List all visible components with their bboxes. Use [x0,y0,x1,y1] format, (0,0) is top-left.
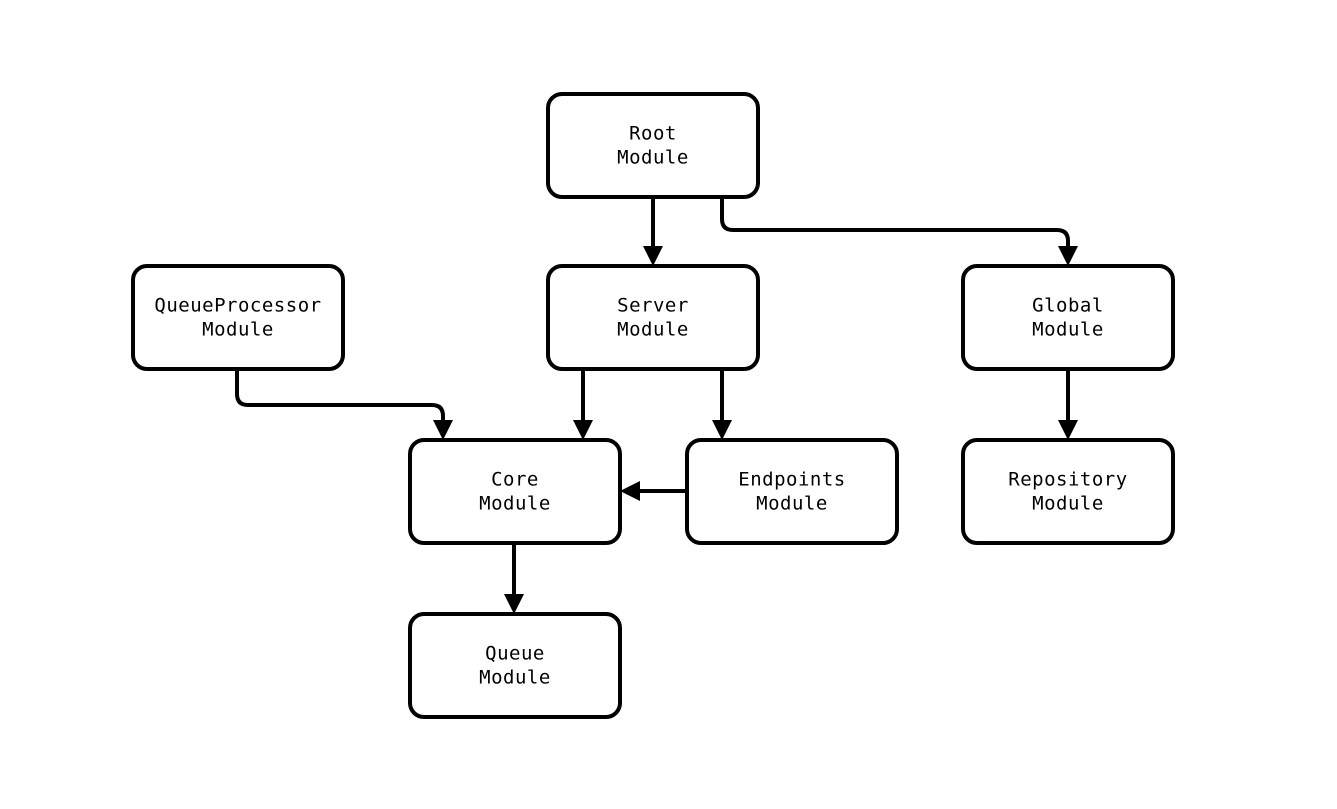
edge-queueprocessor-to-core-arrowhead-icon [433,420,453,440]
root-module-node-label-line1: Root [629,122,677,144]
repository-module-node-box[interactable] [961,438,1175,545]
edge-core-to-queue-arrowhead-icon [504,594,524,614]
edge-queueprocessor-to-core-line [235,369,445,429]
edge-server-to-core [573,369,593,440]
edge-server-to-core-arrowhead-icon [573,420,593,440]
global-module-node-label-line1: Global [1032,294,1104,316]
endpoints-module-node-label-line1: Endpoints [738,468,845,490]
repository-module-node-label-line1: Repository [1008,468,1127,490]
edge-endpoints-to-core-arrowhead-icon [620,481,640,501]
global-module-node-label-line2: Module [1032,318,1104,340]
edge-global-to-repository [1058,369,1078,440]
repository-module-node-label-line2: Module [1032,492,1104,514]
queueprocessor-module-node-label-line2: Module [202,318,274,340]
edge-core-to-queue [504,543,524,614]
global-module-node-box[interactable] [961,264,1175,371]
edge-queueprocessor-to-core [235,369,453,440]
edge-server-to-endpoints [712,369,732,440]
endpoints-module-node-box[interactable] [685,438,899,545]
edge-root-to-server-arrowhead-icon [643,246,663,266]
edge-root-to-global-arrowhead-icon [1058,246,1078,266]
queue-module-node-label-line2: Module [479,666,551,688]
edge-endpoints-to-core [620,481,687,501]
root-module-node-box[interactable] [546,92,760,199]
edges-layer [235,197,1078,614]
root-module-node-label-line2: Module [617,146,689,168]
server-module-node-label-line2: Module [617,318,689,340]
edge-root-to-global [720,197,1078,266]
queue-module-node-label-line1: Queue [485,642,545,664]
edge-root-to-server [643,197,663,266]
edge-root-to-global-line [720,197,1070,255]
core-module-node-label-line2: Module [479,492,551,514]
server-module-node-label-line1: Server [617,294,689,316]
core-module-node-label-line1: Core [491,468,539,490]
endpoints-module-node-label-line2: Module [756,492,828,514]
core-module-node-box[interactable] [408,438,622,545]
edge-server-to-endpoints-arrowhead-icon [712,420,732,440]
server-module-node-box[interactable] [546,264,760,371]
queueprocessor-module-node-box[interactable] [131,264,345,371]
queueprocessor-module-node-label-line1: QueueProcessor [154,294,321,316]
queue-module-node-box[interactable] [408,612,622,719]
edge-global-to-repository-arrowhead-icon [1058,420,1078,440]
